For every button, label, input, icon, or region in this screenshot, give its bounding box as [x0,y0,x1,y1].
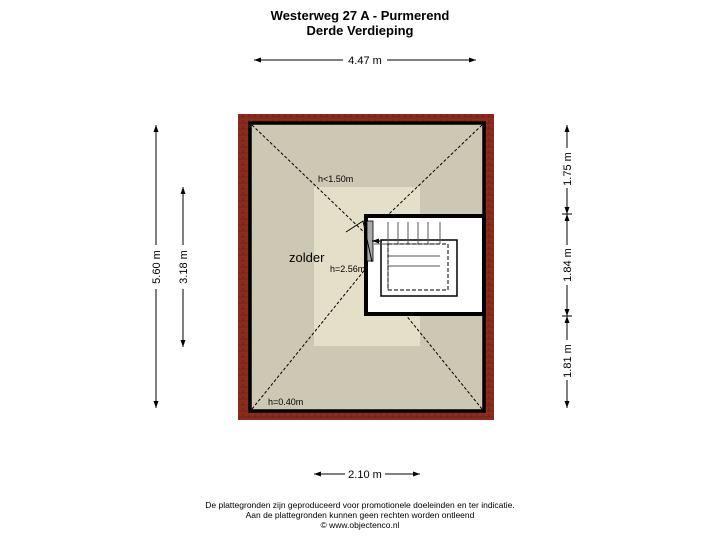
plan-title: Westerweg 27 A - Purmerend [270,8,450,23]
disclaimer-line-1: De plattegronden zijn geproduceerd voor … [205,500,515,510]
dimension-right-middle-label: 1.84 m [562,248,574,282]
dimension-right: 1.75 m 1.84 m 1.81 m [560,125,574,408]
height-label-center: h=2.56m [330,264,365,274]
room-label-zolder: zolder [289,250,325,265]
plan-subtitle: Derde Verdieping [306,23,414,38]
dimension-right-top-label: 1.75 m [562,152,574,186]
door-swing [345,220,373,263]
dimension-top: 4.47 m [254,53,476,67]
stair-hatch [387,243,449,291]
disclaimer: De plattegronden zijn geproduceerd voor … [0,500,720,530]
dimension-left-outer: 5.60 m [149,125,163,408]
dimension-left-outer-label: 5.60 m [151,250,163,284]
plan-title-block: Westerweg 27 A - Purmerend Derde Verdiep… [0,8,720,38]
stair-opening [380,239,458,297]
dimension-bottom: 2.10 m [314,467,420,481]
dimension-left-inner-label: 3.18 m [178,250,190,284]
stairwell [345,214,486,316]
copyright-link[interactable]: © www.objectenco.nl [320,520,400,530]
height-label-low: h<1.50m [318,174,353,184]
disclaimer-line-2: Aan de plattegronden kunnen geen rechten… [245,510,475,520]
dimension-left-inner: 3.18 m [176,187,190,347]
height-label-edge: h=0.40m [268,397,303,407]
dimension-bottom-label: 2.10 m [348,469,382,481]
dimension-top-label: 4.47 m [348,55,382,67]
dimension-right-bottom-label: 1.81 m [562,344,574,378]
